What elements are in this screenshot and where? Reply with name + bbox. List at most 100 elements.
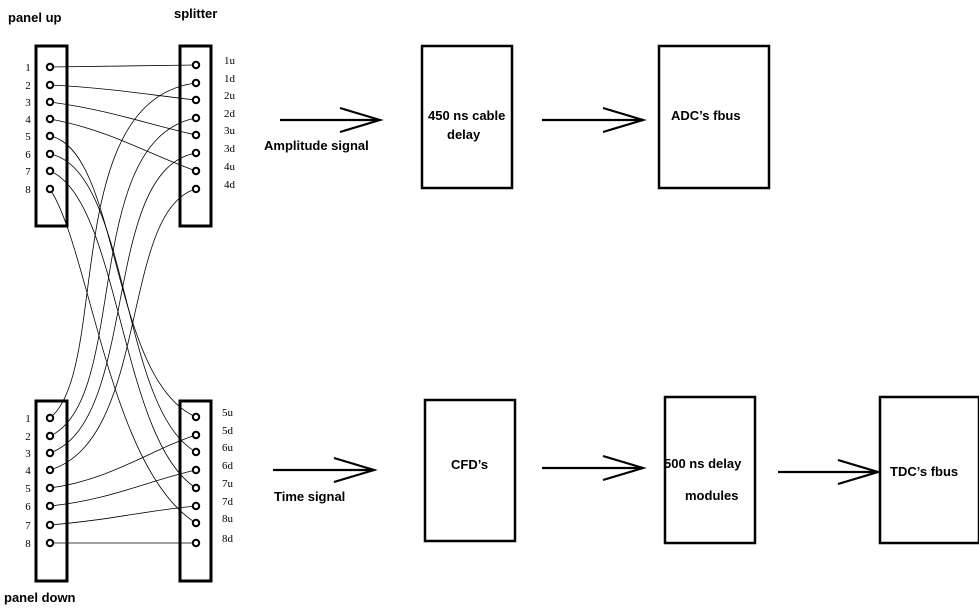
panel-down-connector-2	[45, 431, 55, 441]
splitter-bottom-pin-label-5u: 5u	[222, 407, 234, 419]
wire-down5-5d	[49, 434, 197, 489]
splitter-top-pin-label-2u: 2u	[224, 90, 236, 102]
splitter-bottom-pin-label-8d: 8d	[222, 533, 234, 545]
panel-up-connector-5	[45, 131, 55, 141]
wire-up5-5u	[49, 135, 197, 418]
panel-down-connector-6	[45, 501, 55, 511]
panel-up-connector-4	[45, 114, 55, 124]
panel-up-pin-label-2: 2	[25, 80, 31, 92]
panel-down-pin-label-8: 8	[25, 538, 31, 550]
splitter-bottom-connector-6u	[191, 447, 201, 457]
splitter-top-pin-label-3u: 3u	[224, 125, 236, 137]
splitter-header: splitter	[174, 6, 217, 21]
panel-up	[34, 44, 69, 228]
splitter-bottom-pin-label-5d: 5d	[222, 425, 234, 437]
panel-down-pin-label-6: 6	[25, 501, 31, 513]
panel-down-connector-3	[45, 448, 55, 458]
panel-down-pin-label-3: 3	[25, 448, 31, 460]
wire-down7-7d	[49, 505, 197, 526]
wire-down3-3d	[49, 152, 197, 454]
panel-down-pin-label-7: 7	[25, 520, 31, 532]
wire-group	[49, 64, 197, 544]
panel-down-pin-label-5: 5	[25, 483, 31, 495]
wire-down1-1d	[49, 82, 197, 419]
panel-up-connector-6	[45, 149, 55, 159]
tdc-box	[878, 395, 979, 545]
splitter-top-pin-label-3d: 3d	[224, 143, 236, 155]
cable-delay-box	[420, 44, 514, 190]
delay-modules-label-line2: modules	[685, 488, 738, 503]
cfd-box	[423, 398, 517, 543]
wire-up7-7u	[49, 170, 197, 489]
adc-box	[657, 44, 771, 190]
panel-up-header: panel up	[8, 10, 62, 25]
splitter-top-pin-label-2d: 2d	[224, 108, 236, 120]
panel-down-pin-label-1: 1	[25, 413, 31, 425]
wire-down6-6d	[49, 469, 197, 507]
splitter-bottom-pin-label-6d: 6d	[222, 460, 234, 472]
panel-down-connector-8	[45, 538, 55, 548]
time-arrow	[273, 456, 378, 484]
panel-down-pin-label-2: 2	[25, 431, 31, 443]
splitter-top-connector-1d	[191, 78, 201, 88]
wire-up3-3u	[49, 101, 197, 136]
splitter-bottom-connector-5u	[191, 412, 201, 422]
panel-down-connector-7	[45, 520, 55, 530]
connector-group	[45, 60, 201, 548]
time-signal-label: Time signal	[274, 489, 345, 504]
splitter-top-connector-4u	[191, 166, 201, 176]
delay-to-tdc-arrow	[778, 458, 882, 486]
cable-delay-label-line1: 450 ns cable	[428, 108, 505, 123]
panel-up-pin-label-4: 4	[25, 114, 31, 126]
adc-label: ADC’s fbus	[671, 108, 741, 123]
splitter-bottom-pin-label-7u: 7u	[222, 478, 234, 490]
panel-up-pin-label-1: 1	[25, 62, 31, 74]
panel-up-pin-label-8: 8	[25, 184, 31, 196]
panel-down-pin-label-4: 4	[25, 465, 31, 477]
splitter-bottom-connector-6d	[191, 465, 201, 475]
cable-delay-label-line2: delay	[447, 127, 481, 142]
splitter-top-pin-label-1u: 1u	[224, 55, 236, 67]
panel-up-pin-label-6: 6	[25, 149, 31, 161]
panel-up-connector-1	[45, 62, 55, 72]
delay-modules-box	[663, 395, 757, 545]
wire-up2-2u	[49, 84, 197, 101]
panel-up-pin-label-7: 7	[25, 166, 31, 178]
splitter-top-connector-2d	[191, 113, 201, 123]
wire-down2-2d	[49, 117, 197, 437]
splitter-top-connector-3d	[191, 148, 201, 158]
splitter-top-connector-1u	[191, 60, 201, 70]
wire-up1-1u	[49, 64, 197, 68]
panel-down-connector-5	[45, 483, 55, 493]
splitter-bottom-connector-8u	[191, 518, 201, 528]
splitter-bottom-connector-7u	[191, 483, 201, 493]
panel-down-header: panel down	[4, 590, 76, 605]
panel-down-connector-1	[45, 413, 55, 423]
wire-up8-8u	[49, 188, 197, 524]
panel-up-connector-8	[45, 184, 55, 194]
splitter-bottom-pin-label-6u: 6u	[222, 442, 234, 454]
panel-up-pin-label-3: 3	[25, 97, 31, 109]
cfd-to-delay-arrow	[542, 454, 647, 482]
amplitude-arrow	[280, 106, 384, 134]
wire-up6-6u	[49, 153, 197, 453]
panel-up-connector-7	[45, 166, 55, 176]
delay-modules-label-line1: 500 ns delay	[664, 456, 742, 471]
splitter-bottom-pin-label-8u: 8u	[222, 513, 234, 525]
panel-up-pin-label-5: 5	[25, 131, 31, 143]
panel-down-connector-4	[45, 465, 55, 475]
splitter-top-connector-2u	[191, 95, 201, 105]
cable-to-adc-arrow	[542, 106, 647, 134]
splitter-bottom-connector-5d	[191, 430, 201, 440]
splitter-bottom-pin-label-7d: 7d	[222, 496, 234, 508]
cfd-label: CFD’s	[451, 457, 488, 472]
tdc-label: TDC’s fbus	[890, 464, 958, 479]
splitter-bottom-connector-7d	[191, 501, 201, 511]
splitter-top-pin-label-1d: 1d	[224, 73, 236, 85]
pin-label-group: 12345678123456781u1d2u2d3u3d4u4d5u5d6u6d…	[25, 55, 235, 550]
splitter-bottom-connector-8d	[191, 538, 201, 548]
panel-up-connector-3	[45, 97, 55, 107]
splitter-top-connector-4d	[191, 184, 201, 194]
